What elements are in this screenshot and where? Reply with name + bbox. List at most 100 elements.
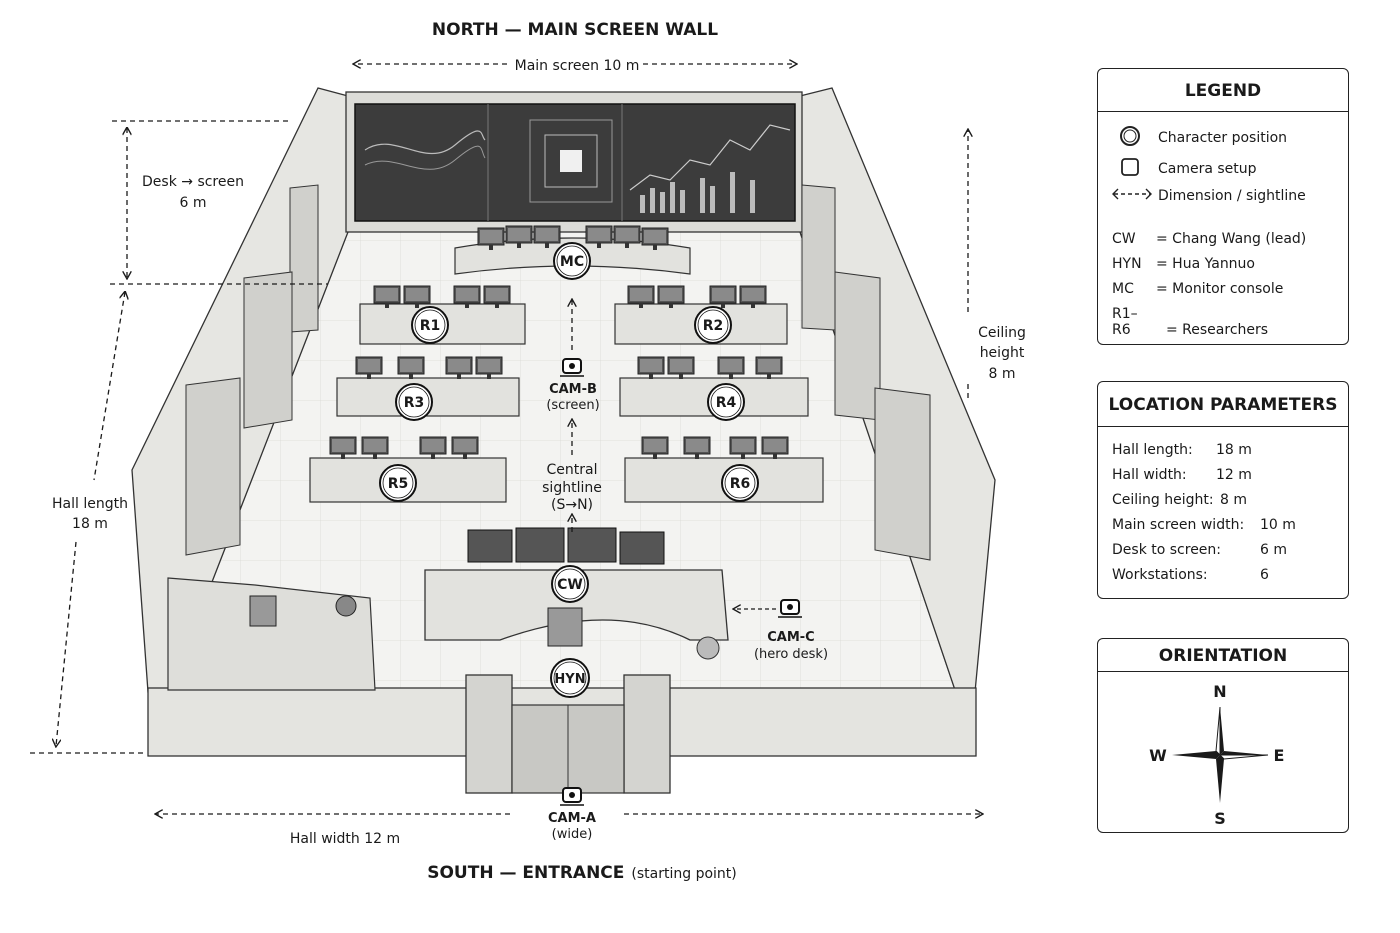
hall-length-dimension: Hall length 18 m [30,292,146,754]
character-position-icon [694,306,732,344]
marker-r5[interactable]: R5 [379,464,417,502]
param-workstations: Workstations:6 [1112,567,1269,583]
sightline-label-2: sightline [542,480,602,496]
server-racks-east [801,184,931,561]
legend-item-camera: Camera setup [1112,156,1257,182]
marker-cw[interactable]: CW [551,565,589,603]
hall-floor-plan [131,87,996,794]
character-position-icon [551,565,589,603]
compass-rose: N S W E [1149,682,1285,828]
legend-item-dimension: Dimension / sightline [1112,187,1306,205]
legend-abbr-mc: MC= Monitor console [1112,281,1284,297]
legend-item-dimension-label: Dimension / sightline [1158,188,1306,204]
ceiling-label-3: 8 m [989,366,1016,382]
legend-panel: LEGEND Character position Camera setup D… [1097,68,1349,345]
camera-b-icon [560,358,584,377]
server-racks-west [185,184,319,556]
entrance-pillar-east [623,674,671,794]
hero-desk [424,527,729,660]
legend-abbr-r: R1–R6= Researchers [1112,306,1269,338]
marker-r2-label: R2 [703,318,724,334]
marker-hyn[interactable]: HYN [550,658,590,698]
param-ceiling-height: Ceiling height:8 m [1112,492,1247,508]
compass-icon [1172,706,1269,803]
legend-item-character-label: Character position [1158,130,1288,146]
character-position-icon [721,464,759,502]
legend-abbr-cw: CW= Chang Wang (lead) [1112,231,1307,247]
marker-hyn-label: HYN [554,672,585,687]
main-screen-dimension: Main screen 10 m [354,58,796,74]
marker-r4[interactable]: R4 [707,383,745,421]
camera-b-name: CAM-B [549,382,597,397]
central-sightline: Central sightline (S→N) [542,300,602,532]
marker-mc-label: MC [560,254,584,270]
compass-n: N [1213,682,1226,701]
character-position-icon [379,464,417,502]
camera-c-name: CAM-C [767,630,814,645]
sightline-label-3: (S→N) [551,497,593,513]
location-parameters-panel: LOCATION PARAMETERS Hall length:18 m Hal… [1097,381,1349,599]
compass-s: S [1214,809,1226,828]
south-label-group: SOUTH — ENTRANCE(starting point) [427,863,737,883]
marker-r1-label: R1 [420,318,441,334]
legend-item-character: Character position [1112,125,1287,151]
marker-r3[interactable]: R3 [395,383,433,421]
south-label: SOUTH — ENTRANCE(starting point) [427,863,737,883]
param-desk-to-screen: Desk to screen:6 m [1112,542,1287,558]
desk-to-screen-label-2: 6 m [180,195,207,211]
ceiling-height-dimension: Ceiling height 8 m [968,130,1026,402]
reception-desk [167,577,376,691]
marker-r6[interactable]: R6 [721,464,759,502]
camera-a-name: CAM-A [548,811,596,826]
marker-r2[interactable]: R2 [694,306,732,344]
param-hall-length: Hall length:18 m [1112,442,1252,458]
legend-abbr-hyn: HYN= Hua Yannuo [1112,256,1255,272]
camera-c: CAM-C (hero desk) [734,599,828,662]
orientation-panel: ORIENTATION N S W E [1097,638,1349,833]
hall-width-dimension: Hall width 12 m [156,814,982,847]
marker-r6-label: R6 [730,476,751,492]
camera-a: CAM-A (wide) [548,787,596,842]
south-wall [147,674,977,794]
character-position-icon [553,242,591,280]
compass-w: W [1149,746,1167,765]
hall-length-label-1: Hall length [52,496,128,512]
ceiling-label-2: height [980,345,1025,361]
camera-b: CAM-B (screen) [546,358,600,413]
character-position-icon [707,383,745,421]
marker-mc[interactable]: MC [553,242,591,280]
marker-r3-label: R3 [404,395,425,411]
legend-item-camera-label: Camera setup [1158,161,1257,177]
desk-to-screen-dimension: Desk → screen 6 m [110,120,328,285]
character-position-icon [550,658,590,698]
camera-setup-icon [1112,156,1148,182]
camera-c-note: (hero desk) [754,647,828,662]
parameters-title: LOCATION PARAMETERS [1098,382,1348,427]
compass-e: E [1274,746,1285,765]
param-hall-width: Hall width:12 m [1112,467,1252,483]
legend-title: LEGEND [1098,69,1348,112]
main-screen-label: Main screen 10 m [515,58,640,74]
character-position-icon [411,306,449,344]
param-main-screen: Main screen width:10 m [1112,517,1296,533]
camera-b-note: (screen) [546,398,599,413]
hall-length-label-2: 18 m [72,516,108,532]
desk-to-screen-label-1: Desk → screen [142,174,244,190]
hall-width-label: Hall width 12 m [290,831,400,847]
character-position-icon [1112,125,1148,151]
dimension-arrow-icon [1112,187,1152,205]
camera-c-icon [778,599,802,618]
camera-a-note: (wide) [552,827,593,842]
marker-r4-label: R4 [716,395,737,411]
main-screen [354,103,796,222]
marker-r5-label: R5 [388,476,409,492]
ceiling-label-1: Ceiling [978,325,1026,341]
camera-a-icon [560,787,584,806]
marker-r1[interactable]: R1 [411,306,449,344]
sightline-label-1: Central [547,462,598,478]
entrance-pillar-west [465,674,513,794]
character-position-icon [395,383,433,421]
north-label: NORTH — MAIN SCREEN WALL [432,20,718,40]
orientation-title: ORIENTATION [1098,639,1348,672]
marker-cw-label: CW [557,577,583,593]
